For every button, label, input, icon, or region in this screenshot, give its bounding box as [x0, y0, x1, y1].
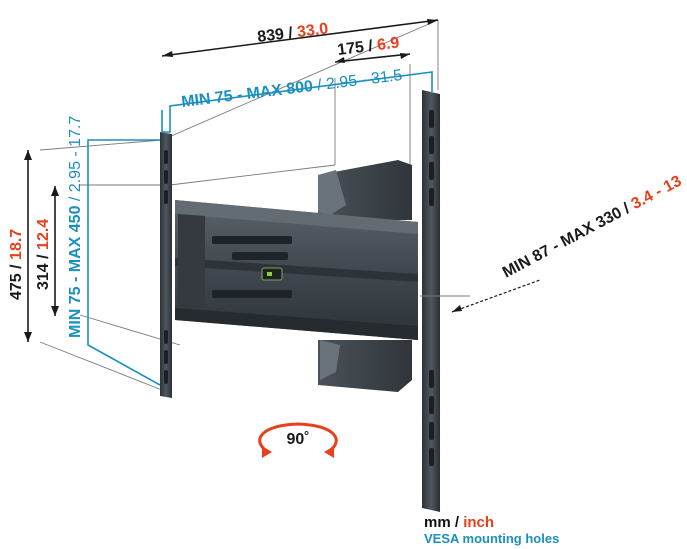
- arm-depth-inch: 6.9: [376, 34, 400, 54]
- svg-text:MIN 87 - MAX 330 / 3.4 - 13: MIN 87 - MAX 330 / 3.4 - 13: [500, 173, 685, 282]
- left-tv-rail: [160, 132, 172, 398]
- total-height-mm: 475: [8, 273, 25, 300]
- total-width-mm: 839: [256, 26, 285, 46]
- svg-text:314 / 12.4: 314 / 12.4: [35, 219, 52, 290]
- mount-arm: [175, 200, 418, 340]
- rotation-label: 90˚: [286, 431, 309, 448]
- dimension-bracket-height: 314 / 12.4: [35, 186, 59, 316]
- total-height-inch: 18.7: [8, 229, 25, 260]
- svg-text:475 / 18.7: 475 / 18.7: [8, 229, 25, 300]
- wall-distance-inch: 3.4 - 13: [629, 173, 685, 214]
- cable-clips: [212, 236, 292, 298]
- svg-text:839 / 33.0: 839 / 33.0: [256, 20, 329, 46]
- right-tv-rail: [422, 90, 440, 512]
- svg-text:MIN 75 - MAX 800 / 2.95 - 31.5: MIN 75 - MAX 800 / 2.95 - 31.5: [180, 67, 403, 111]
- dimension-wall-distance: MIN 87 - MAX 330 / 3.4 - 13: [420, 173, 685, 313]
- units-mm: mm: [424, 514, 451, 531]
- total-width-inch: 33.0: [296, 20, 329, 41]
- vesa-height-inch: 2.95 - 17.7: [67, 116, 84, 193]
- rotation-arrow-right-icon: [324, 446, 334, 458]
- extension-lines: [39, 19, 439, 391]
- vesa-height-range: MIN 75 - MAX 450: [67, 205, 84, 338]
- wall-distance-range: MIN 87 - MAX 330: [500, 204, 625, 281]
- vesa-width-inch: 2.95 - 31.5: [325, 67, 403, 93]
- wall-plate: [318, 160, 412, 392]
- dimension-vesa-height: MIN 75 - MAX 450 / 2.95 - 17.7: [67, 116, 161, 386]
- svg-text:175 / 6.9: 175 / 6.9: [336, 34, 400, 58]
- rotation-arrow-left-icon: [262, 446, 272, 458]
- units-inch: inch: [463, 514, 495, 531]
- vesa-width-range: MIN 75 - MAX 800: [180, 78, 314, 111]
- svg-text:MIN 75 - MAX 450 / 2.95 - 17.7: MIN 75 - MAX 450 / 2.95 - 17.7: [67, 116, 84, 338]
- arm-depth-mm: 175: [336, 39, 365, 59]
- dimension-total-height: 475 / 18.7: [8, 150, 32, 342]
- units-legend: mm / inch VESA mounting holes: [424, 515, 559, 547]
- dimension-total-width: 839 / 33.0: [161, 19, 439, 57]
- units-line: mm / inch: [424, 514, 495, 531]
- rotation-indicator: 90˚: [258, 422, 338, 458]
- dimension-arm-depth: 175 / 6.9: [334, 34, 411, 63]
- bracket-height-inch: 12.4: [35, 219, 52, 250]
- vesa-note: VESA mounting holes: [424, 531, 560, 546]
- bracket-height-mm: 314: [35, 263, 52, 290]
